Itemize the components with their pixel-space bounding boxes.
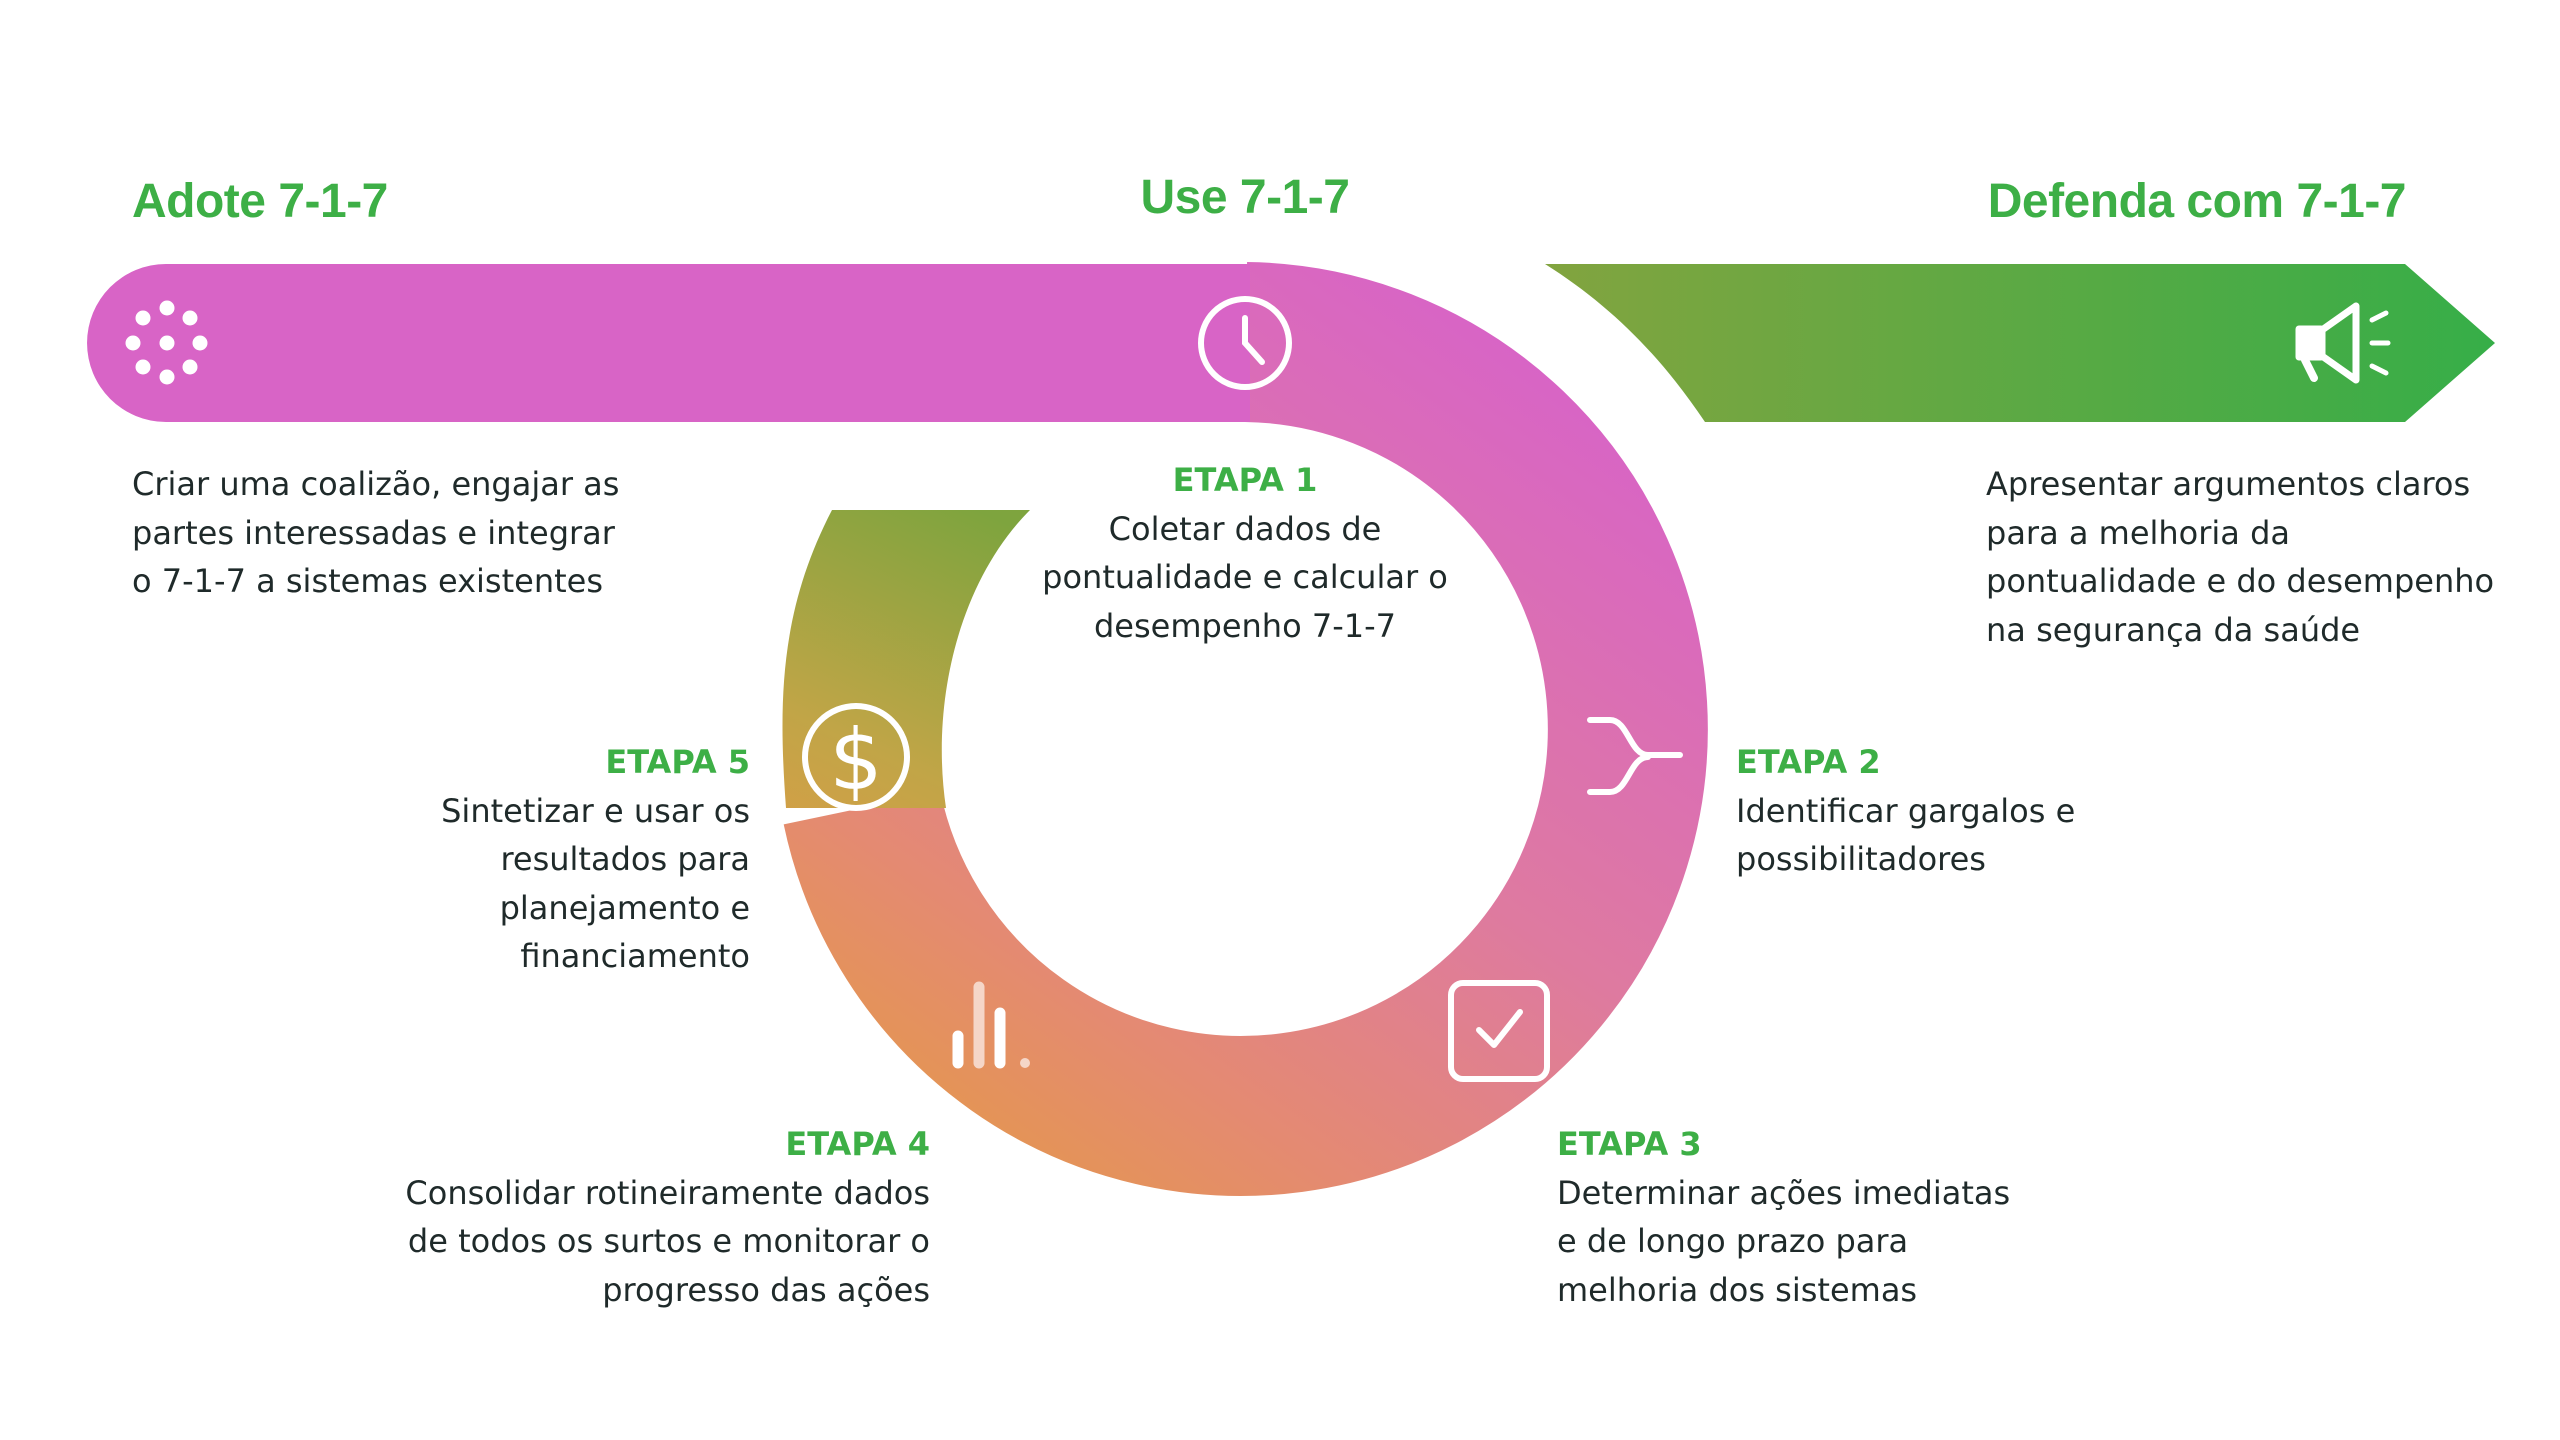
step-2-text: Identificar gargalos e possibilitadores — [1736, 791, 2076, 879]
adopt-band — [87, 264, 1251, 422]
megaphone-icon — [2295, 302, 2391, 384]
checkbox-icon — [1448, 980, 1550, 1082]
step-3: ETAPA 3 Determinar ações imediatas e de … — [1557, 1120, 2027, 1314]
dollar-icon: $ — [802, 703, 910, 811]
svg-text:$: $ — [829, 711, 882, 809]
dots-circle-icon — [125, 300, 208, 385]
step-2-label: ETAPA 2 — [1736, 743, 1881, 781]
clock-icon — [1198, 296, 1292, 390]
adopt-title: Adote 7-1-7 — [132, 175, 388, 228]
step-4-label: ETAPA 4 — [785, 1125, 930, 1163]
step-4-text: Consolidar rotineiramente dados de todos… — [405, 1173, 930, 1309]
cycle-tail — [782, 510, 1030, 808]
merge-arrows-icon — [1587, 717, 1683, 795]
step-3-label: ETAPA 3 — [1557, 1125, 1702, 1163]
step-2: ETAPA 2 Identificar gargalos e possibili… — [1736, 738, 2126, 884]
step-5-label: ETAPA 5 — [605, 743, 750, 781]
step-5-text: Sintetizar e usar os resultados para pla… — [441, 791, 750, 976]
step-1: ETAPA 1 Coletar dados de pontualidade e … — [1040, 456, 1450, 650]
step-3-text: Determinar ações imediatas e de longo pr… — [1557, 1173, 2011, 1309]
bar-chart-icon — [952, 981, 1030, 1069]
cycle-ring — [783, 262, 1708, 1196]
step-1-label: ETAPA 1 — [1172, 461, 1318, 499]
use-title: Use 7-1-7 — [1140, 171, 1350, 224]
step-4: ETAPA 4 Consolidar rotineiramente dados … — [380, 1120, 930, 1314]
adopt-description: Criar uma coalizão, engajar as partes in… — [132, 465, 620, 600]
advocate-arrow — [1545, 264, 2495, 422]
step-1-text: Coletar dados de pontualidade e calcular… — [1042, 509, 1448, 645]
step-5: ETAPA 5 Sintetizar e usar os resultados … — [400, 738, 750, 981]
advocate-title: Defenda com 7-1-7 — [1987, 175, 2407, 228]
advocate-description: Apresentar argumentos claros para a melh… — [1986, 465, 2495, 649]
